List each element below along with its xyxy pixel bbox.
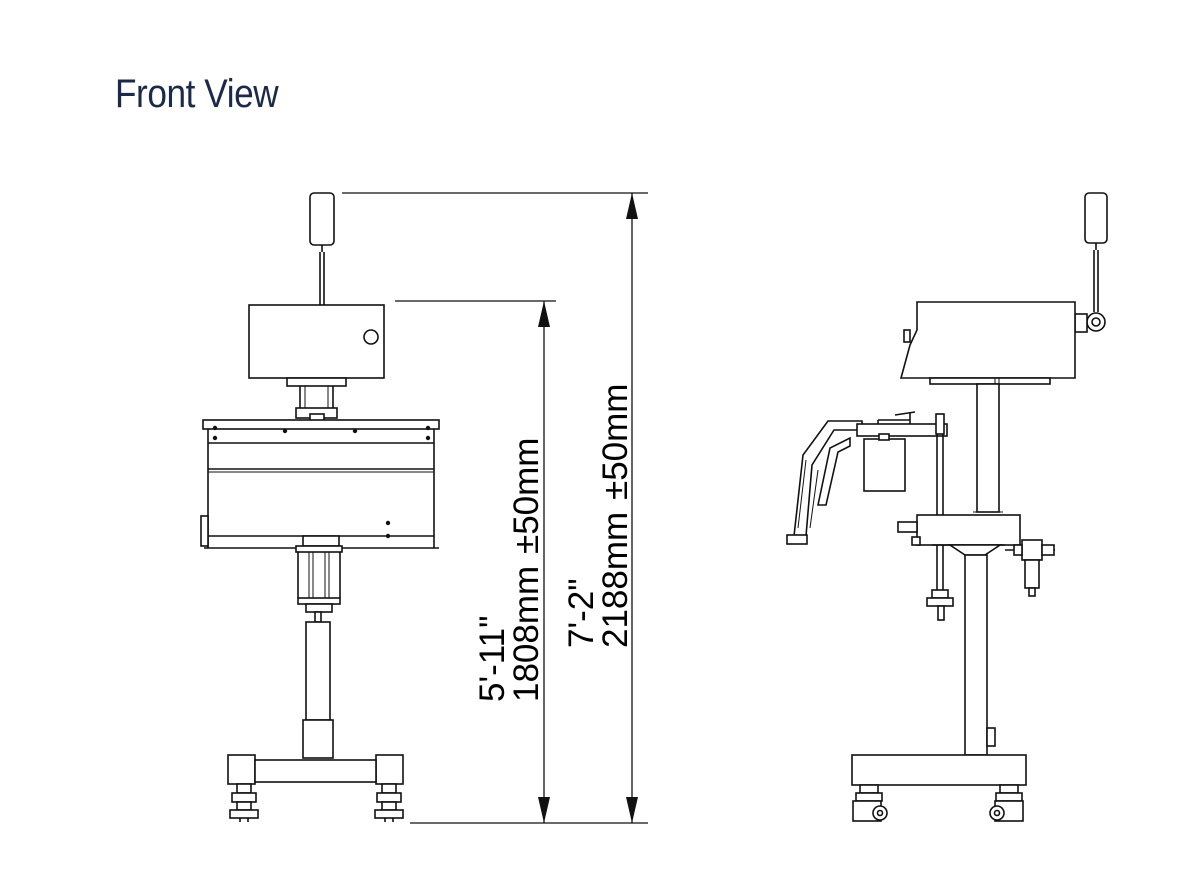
container [863, 438, 906, 492]
overall-height-metric: 2188mm [596, 512, 635, 648]
machine-height-metric: 1808mm [507, 566, 546, 702]
beacon-light [309, 192, 335, 246]
page-title: Front View [115, 72, 279, 116]
base-foot-left [227, 754, 256, 785]
dimension-lines [342, 192, 648, 824]
beacon-light-side [1084, 192, 1108, 244]
machine-height-imperial: 5'-11" [473, 615, 512, 702]
overall-height-imperial: 7'-2" [562, 578, 601, 648]
base-beam [254, 759, 377, 783]
machine-height-label: 5'-11" 1808mm ±50mm [473, 438, 546, 702]
top-plate [202, 419, 440, 430]
print-head-side [899, 301, 1076, 379]
overall-height-label: 7'-2" 2188mm ±50mm [562, 384, 635, 648]
base-side [851, 754, 1027, 786]
base-foot-right [375, 754, 404, 785]
print-head-box [248, 304, 385, 379]
front-view-machine [200, 192, 440, 822]
side-view-machine [786, 192, 1108, 822]
indicator-knob [363, 329, 379, 345]
machine-height-tolerance: ±50mm [507, 438, 546, 554]
overall-height-tolerance: ±50mm [596, 384, 635, 500]
